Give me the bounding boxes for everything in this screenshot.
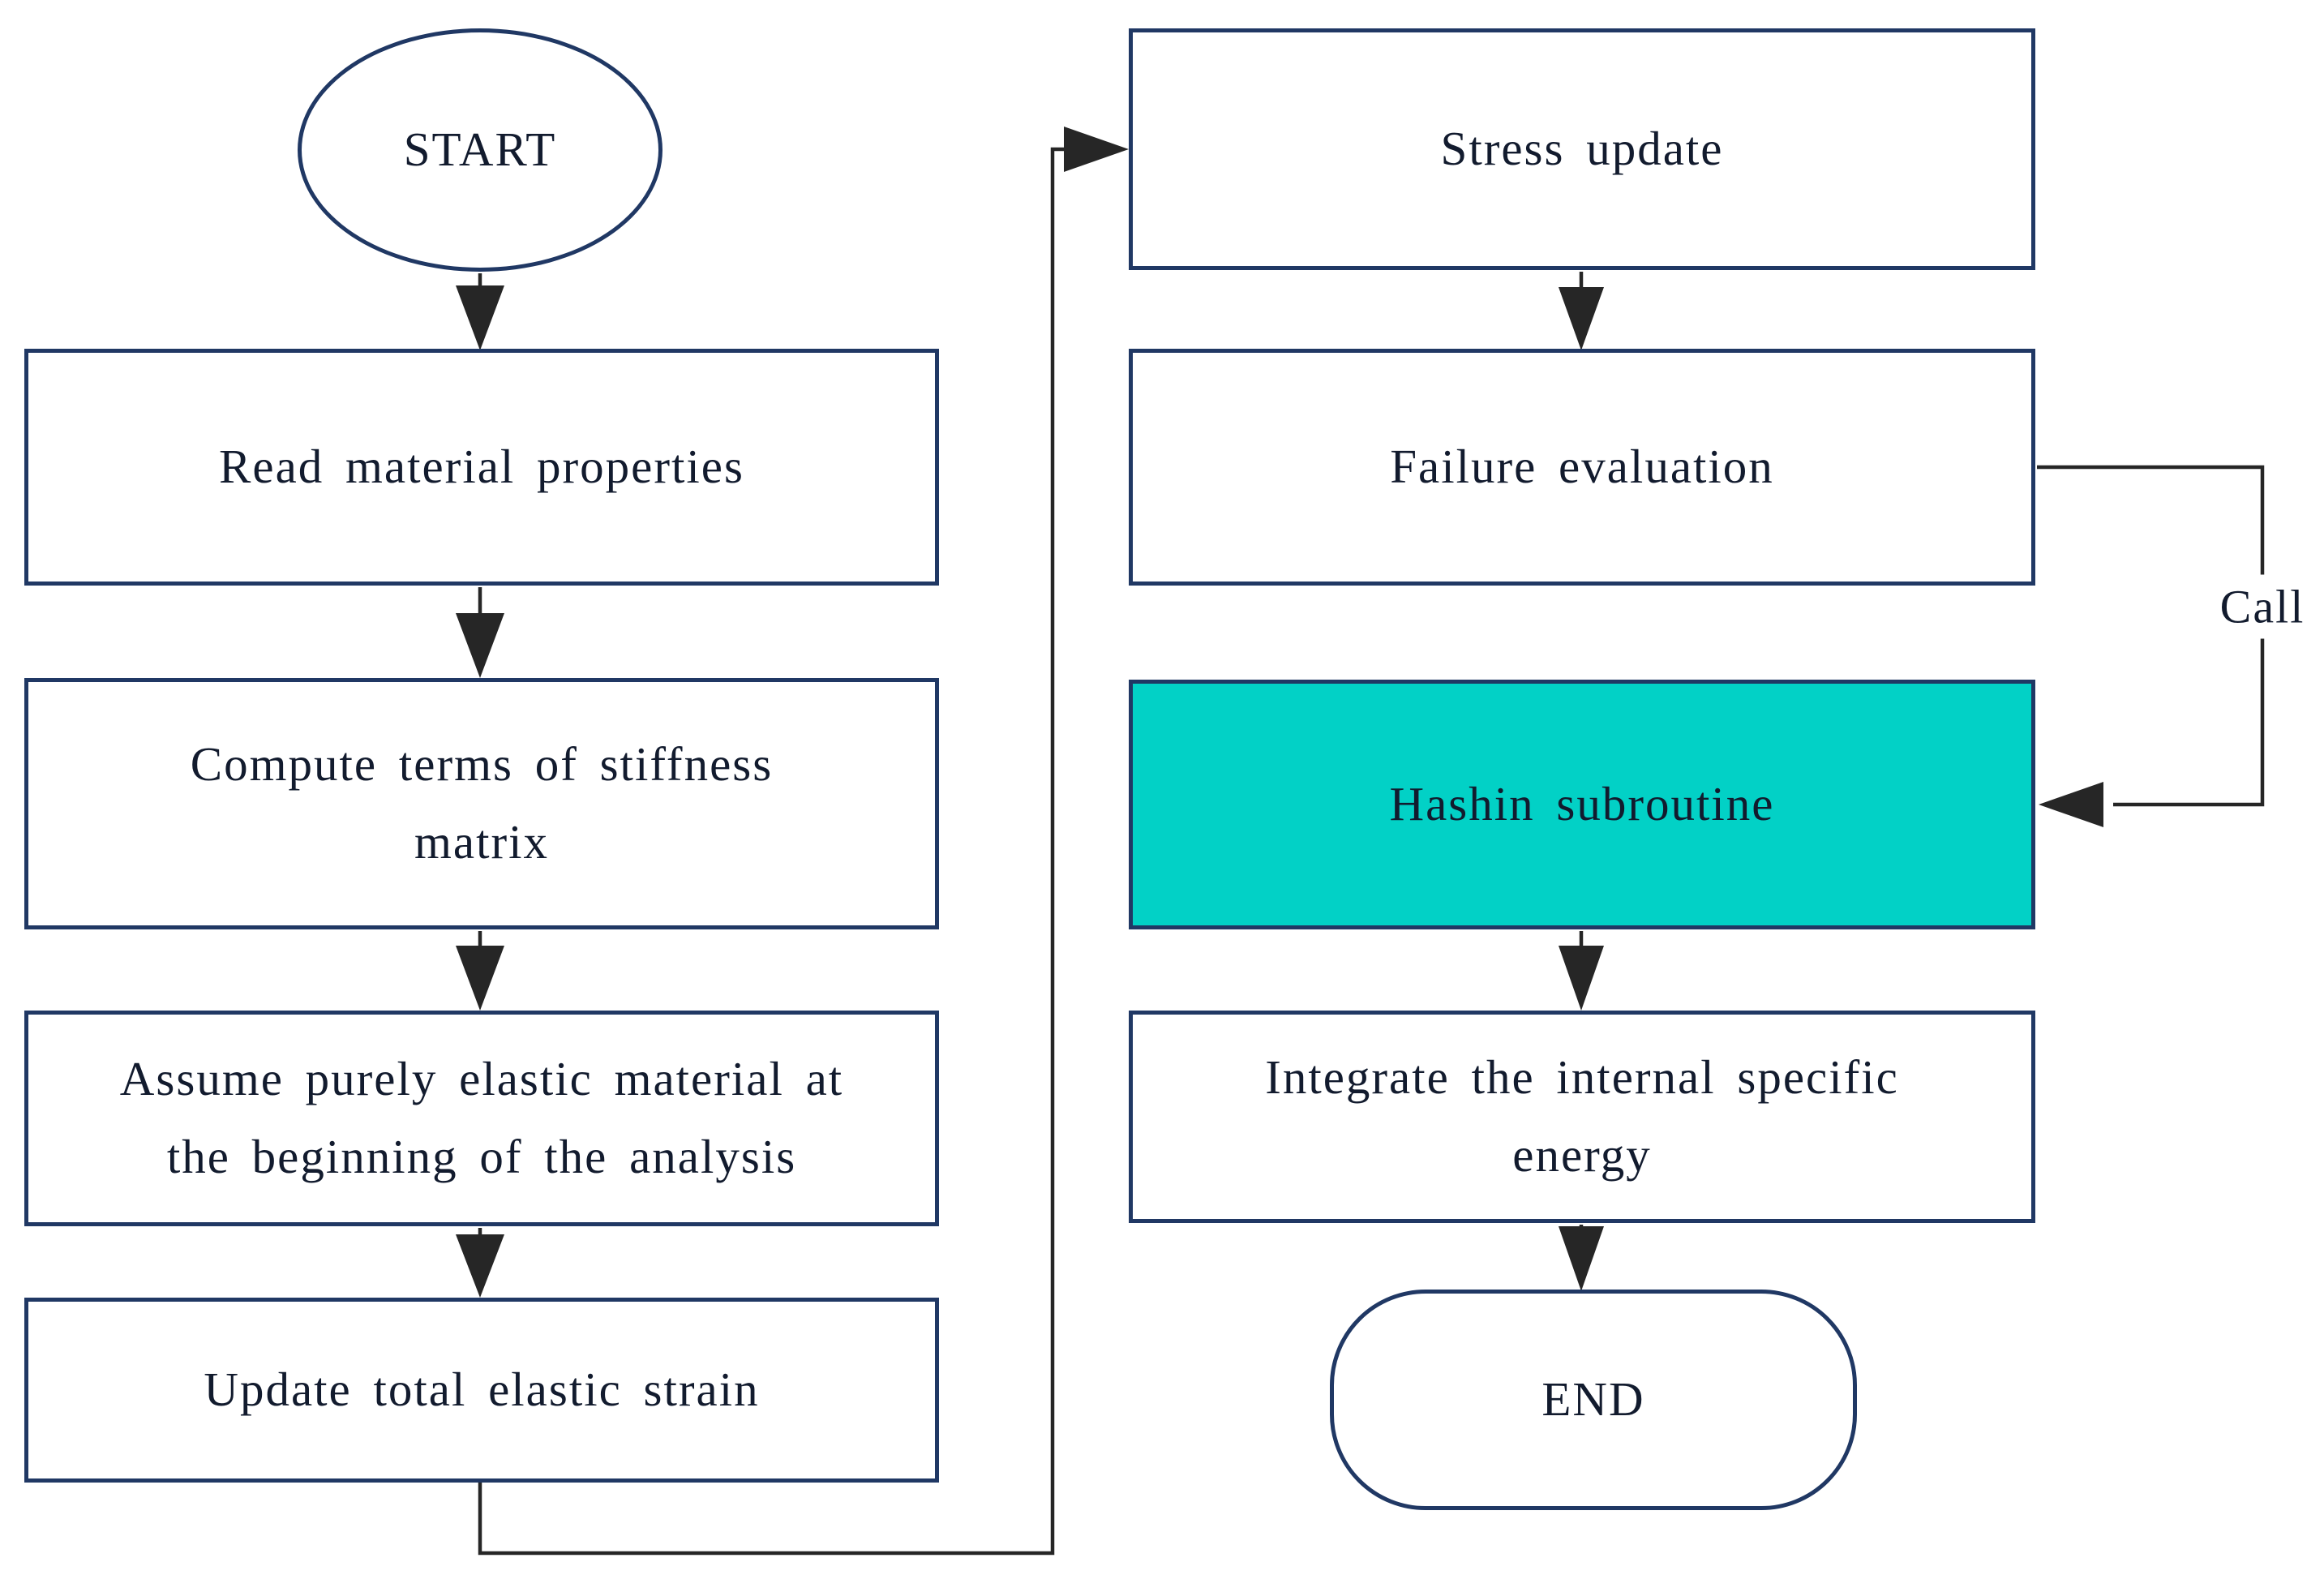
node-integrate-internal-energy: Integrate the internal specific energy [1129, 1011, 2035, 1223]
node-compute-stiffness-matrix: Compute terms of stiffness matrix [24, 678, 939, 929]
node-stress-update-label: Stress update [1440, 122, 1724, 176]
node-start: START [298, 28, 662, 272]
call-edge-label: Call [2211, 574, 2313, 639]
node-stress-update: Stress update [1129, 28, 2035, 270]
node-assume-purely-elastic: Assume purely elastic material at the be… [24, 1011, 939, 1226]
arrow-hashin-to-integrate-head [1559, 946, 1604, 1011]
node-failure-evaluation: Failure evaluation [1129, 349, 2035, 586]
arrow-start-to-read [456, 273, 504, 350]
edge-call-head [2039, 782, 2103, 827]
node-hashin-subroutine-label: Hashin subroutine [1389, 777, 1775, 831]
node-end: END [1330, 1290, 1857, 1510]
arrow-stress-to-failure-head [1559, 287, 1604, 350]
node-hashin-subroutine: Hashin subroutine [1129, 680, 2035, 929]
edge-update-return-head [1064, 127, 1129, 172]
arrow-stress-to-failure [1559, 272, 1604, 350]
edge-update-return-to-stress [478, 127, 1129, 1556]
arrow-read-to-compute-head [456, 613, 504, 678]
arrow-read-to-compute [456, 587, 504, 678]
node-end-label: END [1541, 1372, 1645, 1427]
node-start-label: START [403, 122, 557, 177]
node-failure-evaluation-label: Failure evaluation [1390, 440, 1774, 494]
node-read-material-properties-label: Read material properties [219, 440, 744, 494]
arrow-compute-to-assume-head [456, 946, 504, 1011]
node-assume-purely-elastic-label: Assume purely elastic material at the be… [119, 1052, 844, 1183]
edge-failure-call-to-hashin [2037, 465, 2265, 827]
arrow-integrate-to-end [1559, 1225, 1604, 1291]
arrow-hashin-to-integrate [1559, 931, 1604, 1011]
arrow-integrate-to-end-head [1559, 1226, 1604, 1291]
edge-update-return-line [478, 147, 1074, 1556]
arrow-assume-to-update-head [456, 1234, 504, 1298]
arrow-assume-to-update [456, 1228, 504, 1298]
node-update-total-elastic-strain: Update total elastic strain [24, 1298, 939, 1483]
node-update-total-elastic-strain-label: Update total elastic strain [204, 1363, 760, 1417]
arrow-start-to-read-head [456, 285, 504, 350]
node-integrate-internal-energy-label: Integrate the internal specific energy [1265, 1050, 1899, 1182]
node-read-material-properties: Read material properties [24, 349, 939, 586]
node-compute-stiffness-matrix-label: Compute terms of stiffness matrix [190, 737, 774, 869]
arrow-compute-to-assume [456, 931, 504, 1011]
